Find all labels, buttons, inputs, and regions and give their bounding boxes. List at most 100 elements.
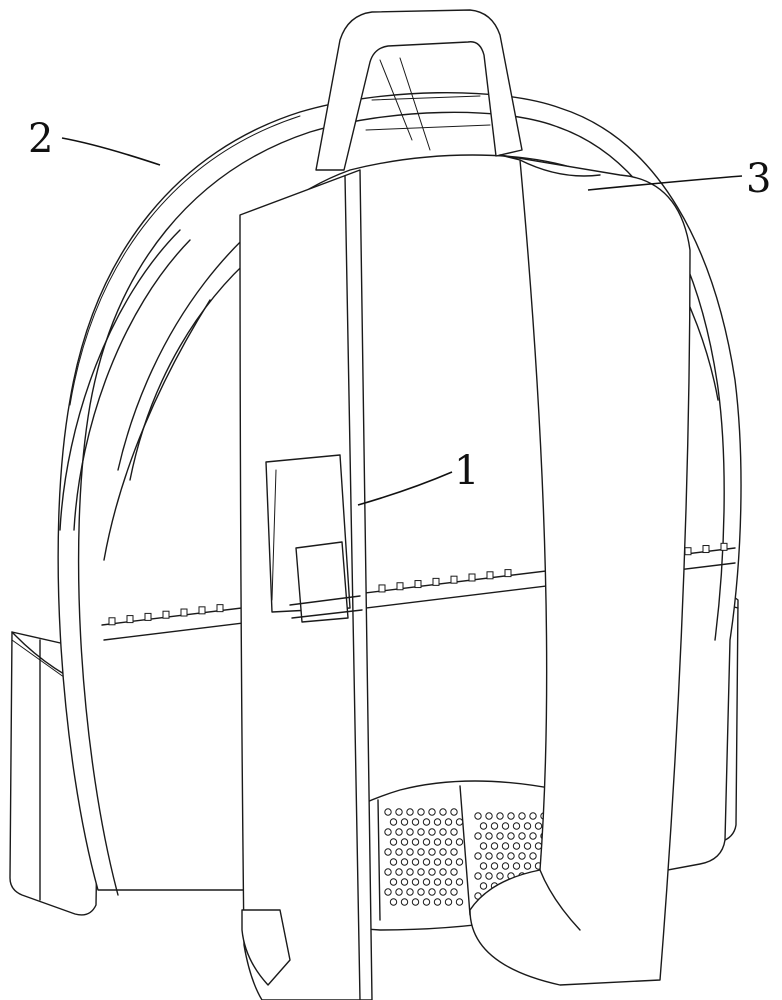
vent-hole [450, 848, 458, 856]
vent-hole [395, 808, 403, 816]
vent-hole [455, 838, 464, 846]
vent-hole [485, 872, 493, 880]
vent-hole [400, 818, 409, 826]
zipper-tooth [108, 617, 116, 626]
vent-hole [479, 842, 488, 850]
vent-hole [417, 808, 425, 816]
vent-hole [523, 842, 532, 850]
vent-hole [422, 898, 431, 906]
right-shoulder-strap [469, 154, 691, 986]
vent-hole [428, 808, 436, 816]
vent-hole [395, 828, 403, 836]
vent-hole [428, 868, 436, 876]
vent-hole [406, 828, 414, 836]
zipper-tooth [378, 584, 386, 593]
label-1-text: 1 [454, 448, 479, 494]
vent-hole [422, 818, 431, 826]
zipper-tooth [450, 575, 458, 584]
vent-hole [501, 842, 510, 850]
vent-hole [479, 862, 488, 870]
vent-hole [395, 868, 403, 876]
vent-hole [518, 832, 526, 840]
vent-hole [518, 852, 526, 860]
vent-hole [444, 898, 453, 906]
vent-hole [389, 878, 398, 886]
vent-hole [455, 898, 464, 906]
reference-label-2: 2 [28, 116, 161, 166]
vent-hole [496, 852, 504, 860]
vent-hole [395, 848, 403, 856]
vent-hole [529, 812, 537, 820]
zipper-tooth [432, 577, 440, 586]
vent-hole [455, 818, 464, 826]
vent-hole [512, 862, 521, 870]
zipper-tooth [702, 545, 710, 554]
reference-label-3: 3 [587, 156, 771, 202]
vent-hole [490, 842, 499, 850]
zipper-tooth [216, 604, 224, 613]
vent-hole [450, 808, 458, 816]
vent-hole [422, 838, 431, 846]
vent-hole [444, 878, 453, 886]
vent-hole [523, 862, 532, 870]
vent-hole [485, 852, 493, 860]
vent-hole [411, 838, 420, 846]
vent-hole [439, 848, 447, 856]
vent-hole [406, 868, 414, 876]
vent-hole [529, 852, 537, 860]
vent-hole [501, 822, 510, 830]
vent-hole [496, 812, 504, 820]
vent-hole [411, 818, 420, 826]
vent-hole [485, 812, 493, 820]
vent-hole [384, 848, 392, 856]
vent-hole [384, 888, 392, 896]
vent-hole [384, 868, 392, 876]
leader-line-2 [61, 137, 161, 166]
vent-hole [428, 828, 436, 836]
vent-hole [474, 872, 482, 880]
vent-hole [501, 862, 510, 870]
zipper-tooth [720, 542, 728, 551]
vent-hole [433, 898, 442, 906]
zipper-tooth [198, 606, 206, 615]
vent-hole [490, 862, 499, 870]
leader-line-3 [587, 175, 743, 191]
vent-hole [439, 808, 447, 816]
vent-hole [479, 822, 488, 830]
vent-hole [529, 832, 537, 840]
zipper-tooth [144, 612, 152, 621]
vent-hole [411, 858, 420, 866]
vent-hole [507, 852, 515, 860]
vent-hole [422, 858, 431, 866]
vent-hole [474, 852, 482, 860]
zipper-tooth [180, 608, 188, 617]
vent-hole [422, 878, 431, 886]
vent-hole [474, 832, 482, 840]
vent-hole [455, 858, 464, 866]
vent-hole [411, 898, 420, 906]
vent-hole [534, 822, 543, 830]
vent-hole [433, 858, 442, 866]
vent-hole [439, 868, 447, 876]
vent-hole [389, 838, 398, 846]
vent-hole [389, 898, 398, 906]
zipper-tooth [684, 547, 692, 556]
vent-hole [406, 888, 414, 896]
leader-line-1 [357, 471, 453, 506]
vent-hole [507, 832, 515, 840]
vent-hole [384, 808, 392, 816]
vent-hole [428, 848, 436, 856]
vent-hole [479, 882, 488, 890]
reference-label-1: 1 [357, 448, 479, 506]
zipper-tooth [162, 610, 170, 619]
vent-hole [534, 842, 543, 850]
vent-hole [400, 858, 409, 866]
vent-hole [417, 888, 425, 896]
vent-hole [512, 842, 521, 850]
vent-hole [444, 838, 453, 846]
vent-hole [450, 828, 458, 836]
vent-hole [389, 818, 398, 826]
vent-hole [507, 812, 515, 820]
vent-hole [389, 858, 398, 866]
